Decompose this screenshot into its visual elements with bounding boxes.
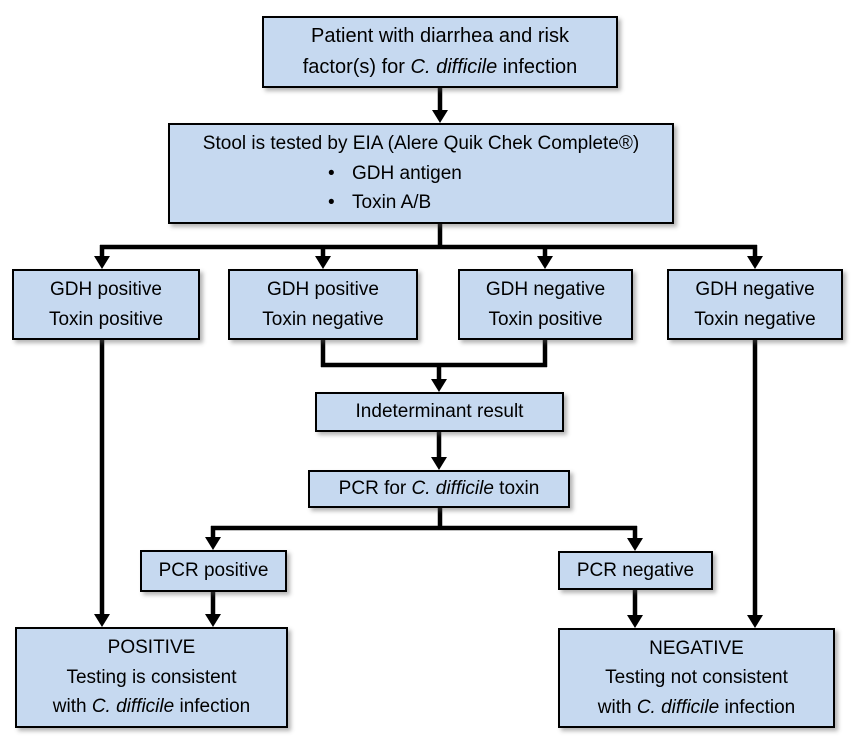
node-gdh-positive-toxin-negative: GDH positive Toxin negative — [228, 269, 418, 340]
pcr-negative-label: PCR negative — [576, 559, 695, 581]
node-stool-bullets: •GDH antigen •Toxin A/B — [170, 159, 672, 218]
pcr-positive-label: PCR positive — [158, 560, 269, 582]
node-patient-line1: Patient with diarrhea and risk — [311, 25, 569, 47]
node-gdh-negative-toxin-negative: GDH negative Toxin negative — [667, 269, 843, 340]
node-indeterminant-result: Indeterminant result — [315, 392, 564, 432]
gdh-np-line2: Toxin positive — [488, 308, 603, 330]
positive-line3: with C. difficile infection — [52, 696, 251, 718]
node-patient-line2: factor(s) for C. difficile infection — [302, 56, 578, 78]
node-pcr-positive: PCR positive — [140, 550, 287, 592]
stool-bullet-toxin: •Toxin A/B — [328, 188, 672, 217]
node-pcr-negative: PCR negative — [558, 551, 713, 590]
node-stool-title: Stool is tested by EIA (Alere Quik Chek … — [202, 133, 640, 155]
positive-line2: Testing is consistent — [66, 666, 237, 688]
negative-line1: NEGATIVE — [649, 637, 744, 659]
node-pcr-toxin: PCR for C. difficile toxin — [308, 470, 570, 508]
node-outcome-negative: NEGATIVE Testing not consistent with C. … — [558, 628, 835, 728]
gdh-pp-line2: Toxin positive — [48, 308, 164, 330]
negative-line3: with C. difficile infection — [597, 696, 796, 718]
gdh-pn-line2: Toxin negative — [262, 308, 384, 330]
stool-bullet-gdh: •GDH antigen — [328, 159, 672, 188]
node-gdh-negative-toxin-positive: GDH negative Toxin positive — [458, 269, 633, 340]
negative-line2: Testing not consistent — [605, 667, 788, 689]
positive-line1: POSITIVE — [107, 637, 196, 659]
gdh-pn-line1: GDH positive — [267, 279, 379, 301]
node-patient: Patient with diarrhea and risk factor(s)… — [262, 16, 618, 88]
node-stool-eia: Stool is tested by EIA (Alere Quik Chek … — [168, 123, 674, 224]
gdh-pp-line1: GDH positive — [50, 279, 162, 301]
gdh-nn-line1: GDH negative — [695, 279, 815, 301]
pcr-toxin-label: PCR for C. difficile toxin — [338, 478, 540, 500]
bullet-icon: • — [328, 192, 335, 214]
bullet-icon: • — [328, 162, 335, 184]
node-outcome-positive: POSITIVE Testing is consistent with C. d… — [15, 627, 288, 728]
node-gdh-positive-toxin-positive: GDH positive Toxin positive — [12, 269, 200, 340]
indeterminant-label: Indeterminant result — [355, 401, 524, 423]
gdh-np-line1: GDH negative — [485, 279, 606, 301]
gdh-nn-line2: Toxin negative — [694, 308, 816, 330]
